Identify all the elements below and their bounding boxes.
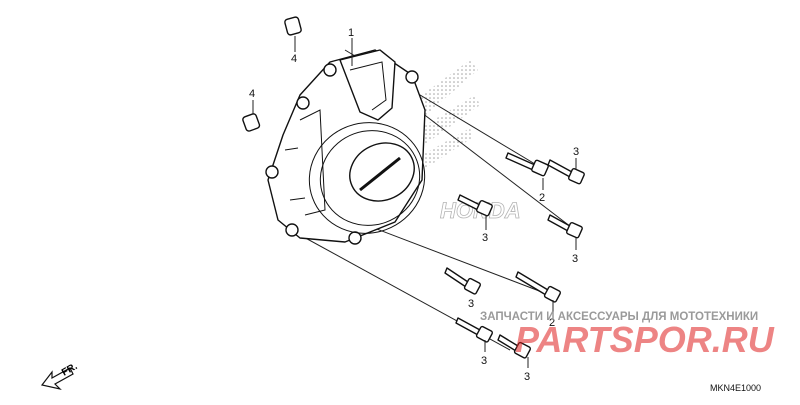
- callout-cover: 1: [348, 27, 354, 39]
- callout-bolt-b: 2: [549, 317, 555, 329]
- callout-bolt-a: 2: [539, 192, 545, 204]
- front-direction-label: FR.: [60, 361, 80, 379]
- bolt-d: [457, 194, 493, 217]
- bolt-f: [444, 267, 481, 295]
- callout-dowel-b: 4: [249, 88, 255, 100]
- bolt-e: [547, 214, 583, 239]
- front-direction-arrow-icon: [40, 367, 74, 391]
- callout-dowel-a: 4: [291, 53, 297, 65]
- dowel-pin-b: [242, 100, 261, 132]
- generator-cover: [265, 49, 426, 245]
- callout-bolt-d: 3: [482, 232, 488, 244]
- callout-bolt-e: 3: [572, 253, 578, 265]
- callout-leaders: [351, 38, 577, 368]
- bolt-a: [505, 152, 549, 177]
- bolt-b: [515, 271, 561, 303]
- dowel-pin-a: [284, 16, 302, 52]
- bolt-h: [497, 334, 531, 359]
- callout-bolt-c: 3: [573, 146, 579, 158]
- callout-bolt-f: 3: [468, 298, 474, 310]
- watermark-tagline: ЗАПЧАСТИ И АКСЕССУАРЫ ДЛЯ МОТОТЕХНИКИ: [480, 311, 758, 323]
- diagram-code: MKN4E1000: [710, 383, 761, 393]
- callout-bolt-h: 3: [524, 371, 530, 383]
- callout-bolt-g: 3: [481, 355, 487, 367]
- bolt-c: [547, 159, 585, 185]
- bolt-g: [455, 317, 493, 343]
- watermark-logo: PARTSPOR.RU: [515, 319, 775, 360]
